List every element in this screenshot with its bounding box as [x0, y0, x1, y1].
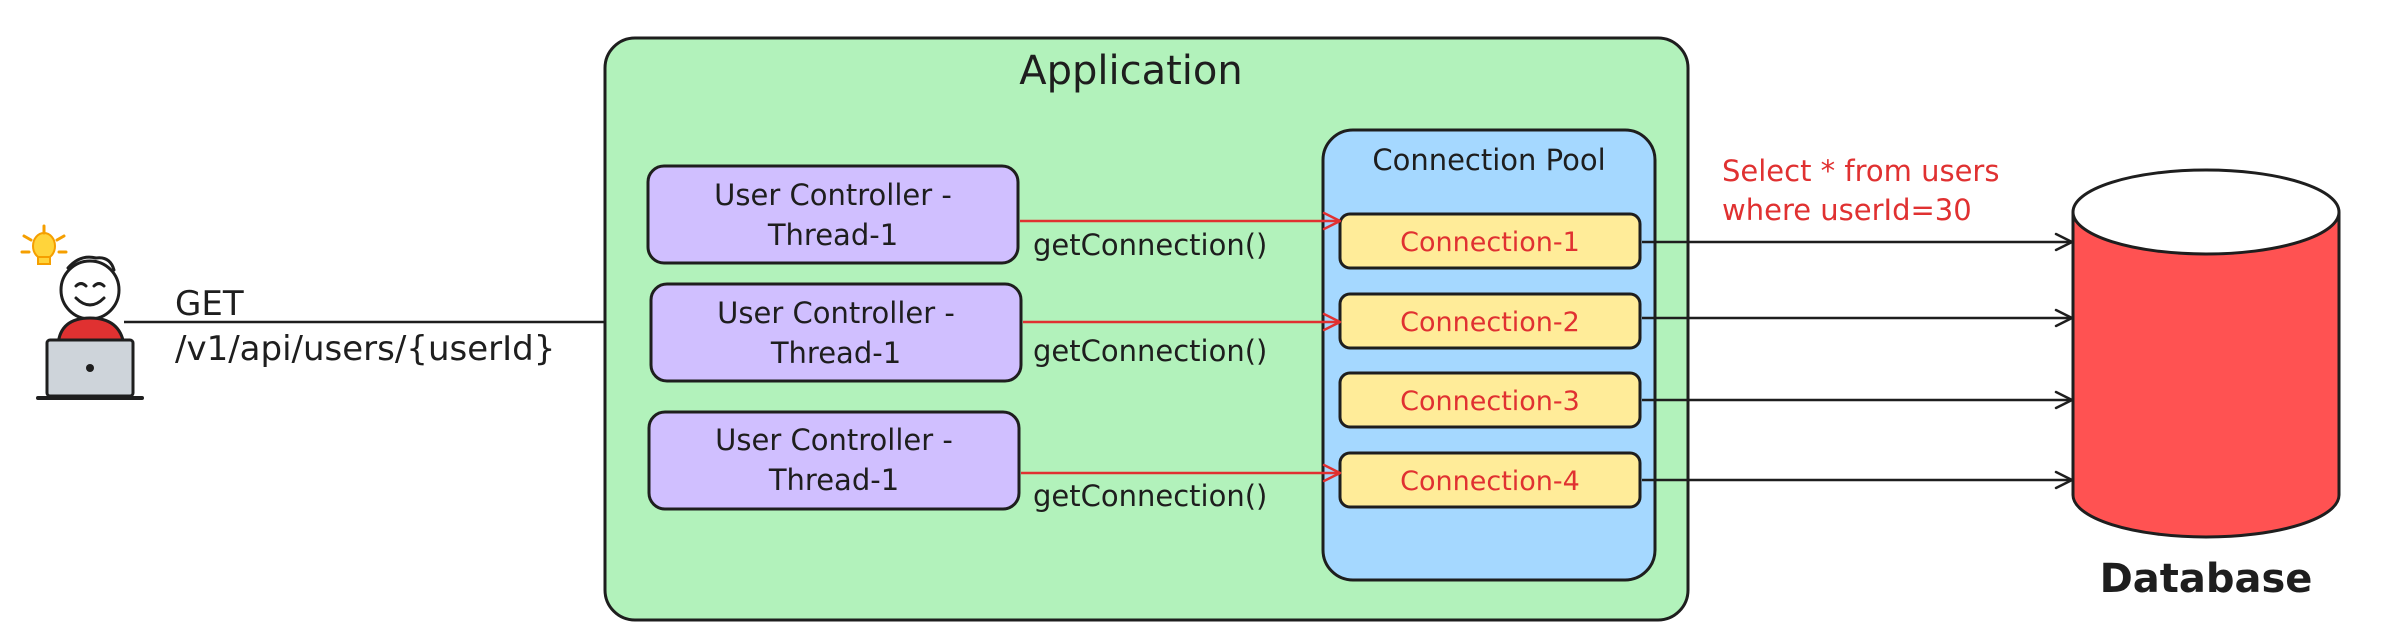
connection-pool-container [1321, 128, 1657, 582]
client-user-icon [20, 224, 144, 400]
get-connection-label: getConnection() [1033, 334, 1267, 368]
controller-label-line1: User Controller - [717, 296, 955, 330]
controller-label-line2: Thread-1 [770, 336, 901, 370]
connection-pool-title: Connection Pool [1372, 143, 1605, 177]
connection-box: Connection-3 [1338, 371, 1642, 429]
connection-box: Connection-4 [1338, 451, 1642, 509]
database-label: Database [2100, 556, 2313, 602]
connection-label: Connection-1 [1400, 227, 1580, 258]
application-title: Application [1019, 48, 1243, 94]
connection-label: Connection-3 [1400, 386, 1580, 417]
controller-label-line1: User Controller - [715, 423, 953, 457]
sql-query-line1: Select * from users [1722, 154, 1999, 188]
sql-query-line2: where userId=30 [1722, 193, 1972, 227]
controller-box: User Controller - Thread-1 [647, 410, 1021, 511]
connection-label: Connection-2 [1400, 307, 1580, 338]
controller-label-line2: Thread-1 [768, 463, 899, 497]
get-connection-label: getConnection() [1033, 228, 1267, 262]
controller-label-line2: Thread-1 [767, 218, 898, 252]
controller-box: User Controller - Thread-1 [649, 282, 1023, 383]
database-icon [2071, 168, 2341, 539]
connection-box: Connection-2 [1338, 292, 1642, 350]
controller-label-line1: User Controller - [714, 178, 952, 212]
connection-label: Connection-4 [1400, 466, 1580, 497]
controller-box: User Controller - Thread-1 [646, 164, 1020, 265]
lightbulb-icon [20, 224, 68, 265]
request-method: GET [175, 284, 244, 324]
connection-box: Connection-1 [1338, 212, 1642, 270]
request-path: /v1/api/users/{userId} [175, 329, 555, 369]
get-connection-label: getConnection() [1033, 479, 1267, 513]
